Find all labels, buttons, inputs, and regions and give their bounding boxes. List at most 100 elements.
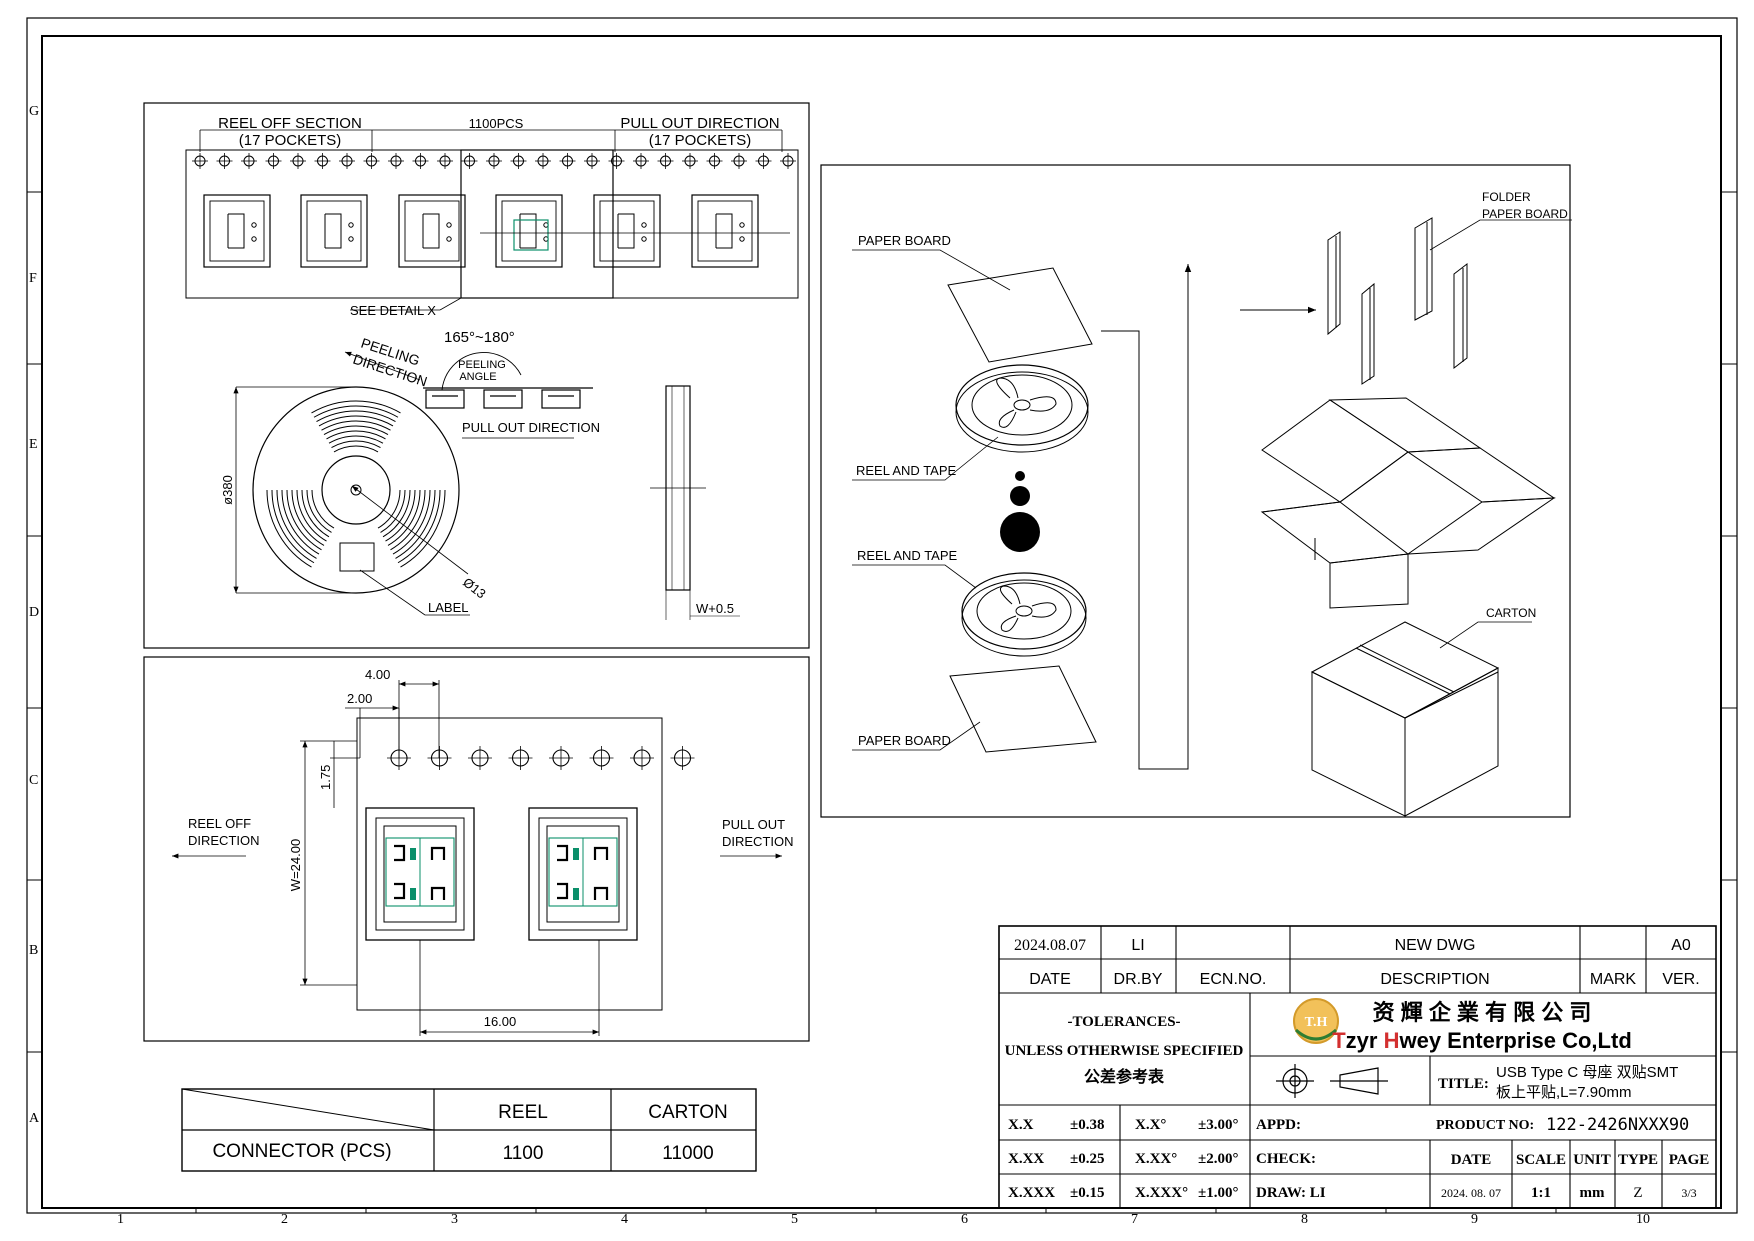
value-unit: mm (1580, 1185, 1605, 1201)
reel-width-label: W+0.5 (696, 601, 734, 616)
tape-pocket (691, 194, 759, 268)
tol-3-val: ±0.15 (1070, 1185, 1104, 1201)
paper-board-bottom (949, 665, 1097, 753)
reel-window (311, 400, 401, 453)
sprocket-hole (339, 153, 355, 169)
zone-col-2: 2 (281, 1212, 288, 1227)
see-detail-label: SEE DETAIL X (350, 303, 436, 318)
value-type: Z (1633, 1185, 1642, 1201)
sprocket-hole (314, 153, 331, 169)
pull-out-direction-detail-label: PULL OUT (722, 817, 785, 832)
qty-header-reel: REEL (498, 1102, 548, 1123)
pull-out-direction-sub-label: PULL OUT DIRECTION (462, 420, 600, 435)
zone-col-5: 5 (791, 1212, 798, 1227)
sprocket-hole (265, 153, 282, 169)
peeling-angle-range: 165°~180° (444, 329, 515, 346)
packing-view: PAPER BOARD REEL AND TAPE REEL AND TAPE (820, 164, 1572, 818)
header2-scale: SCALE (1516, 1152, 1566, 1168)
company-logo-text: T.H (1305, 1015, 1328, 1030)
company-name-en: Tzyr Hwey Enterprise Co,Ltd (1332, 1028, 1632, 1053)
tol-2-key: X.XX (1008, 1151, 1044, 1167)
sprocket-hole (584, 153, 600, 169)
tol-1-key: X.X (1008, 1117, 1034, 1133)
tol-1-angle-key: X.X° (1135, 1117, 1166, 1133)
detail-x-frame (460, 149, 614, 299)
zone-row-f: F (29, 271, 37, 286)
zone-row-c: C (29, 773, 38, 788)
sprocket-hole (706, 153, 723, 169)
tape-pocket (398, 194, 466, 268)
tape-pocket (300, 194, 368, 268)
dim-pitch-4: 4.00 (365, 667, 390, 682)
detail-sprocket-hole (427, 746, 452, 770)
paper-board-top-label: PAPER BOARD (858, 233, 951, 248)
tol-3-angle-key: X.XXX° (1135, 1185, 1188, 1201)
detail-sprocket-hole (549, 746, 573, 770)
top-dimension-lines (199, 129, 783, 152)
tolerances-cn: 公差参考表 (1084, 1067, 1165, 1086)
folder-paper-boards (1327, 217, 1468, 385)
header-ecn: ECN.NO. (1200, 971, 1267, 988)
sprocket-hole (682, 153, 698, 169)
rev-date: 2024.08.07 (1014, 937, 1086, 954)
zone-col-1: 1 (117, 1212, 124, 1227)
sheet-border: G F E D C B A 1 2 3 4 5 6 7 8 9 10 (26, 17, 1738, 1227)
zone-row-a: A (29, 1111, 40, 1126)
tol-1-angle-val: ±3.00° (1198, 1117, 1238, 1133)
tol-2-angle-val: ±2.00° (1198, 1151, 1238, 1167)
zone-row-b: B (29, 943, 38, 958)
sprocket-hole (510, 153, 527, 169)
sprocket-hole (535, 153, 551, 169)
header-date: DATE (1029, 971, 1070, 988)
zone-col-3: 3 (451, 1212, 458, 1227)
sprocket-hole (731, 153, 747, 169)
tol-1-val: ±0.38 (1070, 1117, 1104, 1133)
sprocket-hole (780, 153, 796, 169)
assembly-flow-arrows (1101, 264, 1316, 770)
hub-diameter-label: Ø13 (460, 575, 489, 602)
sprocket-hole (363, 153, 380, 169)
sprocket-hole (461, 153, 478, 169)
reel-window (377, 489, 446, 568)
carrier-tape (185, 149, 799, 299)
detail-sprocket-holes (387, 746, 695, 770)
tape-and-reel-view: REEL OFF SECTION (17 POCKETS) 1100PCS PU… (143, 102, 810, 649)
quantity-table: REEL CARTON CONNECTOR (PCS) 1100 11000 (181, 1088, 757, 1172)
title-line-1: USB Type C 母座 双贴SMT (1496, 1064, 1678, 1081)
qty-reel-value: 1100 (503, 1143, 544, 1164)
detail-pockets (365, 807, 638, 941)
svg-text:DIRECTION: DIRECTION (188, 833, 260, 848)
detail-sprocket-hole (468, 746, 492, 770)
svg-text:ANGLE: ANGLE (459, 371, 496, 383)
qty-carton-value: 11000 (662, 1143, 713, 1164)
reel-front-view: ø380 Ø13 LABEL (220, 386, 489, 616)
detail-pocket (365, 807, 475, 941)
rev-description: NEW DWG (1395, 937, 1476, 954)
reel-off-direction-label: REEL OFF (188, 816, 251, 831)
separator-mid (1010, 486, 1030, 506)
pull-out-pockets-label: (17 POCKETS) (649, 132, 752, 149)
sprocket-hole (657, 153, 674, 169)
paper-board-bottom-label: PAPER BOARD (858, 733, 951, 748)
tape-pocket (203, 194, 271, 268)
sprocket-hole (755, 153, 772, 169)
dim-pocket-16: 16.00 (484, 1014, 517, 1029)
reel-and-tape-1 (955, 364, 1089, 453)
header2-type: TYPE (1618, 1152, 1658, 1168)
reel-side-view (650, 385, 740, 620)
detail-sprocket-hole (508, 746, 533, 770)
title-block: 2024.08.07 LI NEW DWG A0 DATE DR.BY ECN.… (998, 925, 1717, 1209)
value-date: 2024. 08. 07 (1441, 1186, 1501, 1200)
sprocket-hole (388, 153, 404, 169)
total-pcs-label: 1100PCS (469, 116, 524, 131)
tol-2-val: ±0.25 (1070, 1151, 1104, 1167)
sprocket-hole (437, 153, 453, 169)
zone-row-d: D (29, 605, 39, 620)
sprocket-hole (192, 153, 208, 169)
sprocket-hole (290, 153, 306, 169)
detail-sprocket-hole (589, 746, 614, 770)
reel-and-tape-2 (961, 572, 1087, 657)
zone-row-g: G (29, 104, 39, 119)
dim-width-24: W=24.00 (288, 839, 303, 891)
